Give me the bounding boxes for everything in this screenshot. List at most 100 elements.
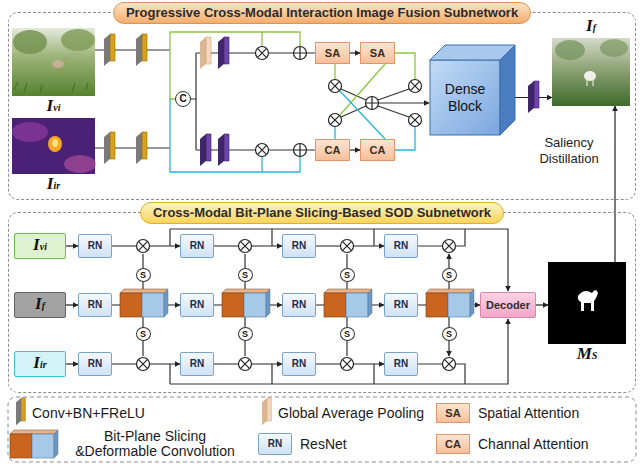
legend-item: Conv+BN+FReLU bbox=[32, 406, 145, 421]
edge-label-holder: Saliency Distillation bbox=[529, 135, 609, 167]
bit-plane-block bbox=[426, 289, 474, 317]
multiply-symbol bbox=[409, 114, 422, 127]
tree-shape bbox=[555, 40, 585, 60]
operator-label: S bbox=[344, 329, 350, 339]
box-label: Decoder bbox=[486, 299, 530, 312]
legend-sample-box: SA bbox=[436, 403, 470, 423]
legend-item: Spatial Attention bbox=[478, 406, 579, 421]
heat-patch bbox=[12, 122, 48, 142]
operator-label: S bbox=[344, 270, 350, 280]
box-label: CA bbox=[370, 144, 386, 157]
sample-label: RN bbox=[268, 438, 282, 450]
image-frame: Iir bbox=[12, 118, 95, 174]
sigmoid-circle: S bbox=[238, 268, 253, 282]
resnet-box: RN bbox=[180, 352, 214, 376]
box-label: CA bbox=[325, 144, 341, 157]
panel-title: Progressive Cross-Modal Interaction Imag… bbox=[113, 2, 531, 24]
fusion-subnetwork-panel: Progressive Cross-Modal Interaction Imag… bbox=[8, 12, 636, 200]
cube-front bbox=[430, 60, 500, 135]
sigmoid-circle: S bbox=[238, 327, 253, 341]
multiply-symbol bbox=[137, 240, 150, 253]
hot-target bbox=[48, 136, 62, 152]
bit-plane-block bbox=[222, 289, 270, 317]
fused-image bbox=[552, 38, 630, 106]
attention-box: SA bbox=[315, 42, 350, 64]
legend-bit-plane-icon bbox=[10, 430, 58, 458]
legend-text: Global Average Pooling bbox=[278, 406, 424, 421]
sod-subnetwork-panel: Cross-Modal Bit-Plane Slicing-Based SOD … bbox=[8, 212, 636, 393]
box-label: RN bbox=[394, 299, 408, 311]
legend-frame bbox=[8, 397, 636, 462]
box-label: RN bbox=[394, 240, 408, 252]
panel-title: Cross-Modal Bit-Plane Slicing-Based SOD … bbox=[140, 202, 504, 224]
resnet-box: RN bbox=[384, 234, 418, 258]
legend-conv-icon bbox=[16, 398, 25, 425]
pooling-block bbox=[200, 37, 211, 69]
saliency-blob bbox=[578, 290, 598, 311]
legend-text: Spatial Attention bbox=[478, 406, 579, 421]
edge-label: Saliency Distillation bbox=[529, 135, 609, 167]
concat-circle: C bbox=[175, 91, 191, 107]
add-symbol bbox=[366, 97, 379, 110]
connector-arrow bbox=[614, 106, 615, 262]
sigmoid-circle: S bbox=[136, 327, 151, 341]
conv-block bbox=[104, 34, 115, 66]
resnet-box: RN bbox=[282, 352, 316, 376]
connector-arrow bbox=[350, 149, 360, 150]
multiply-symbol bbox=[443, 240, 456, 253]
sample-label: CA bbox=[445, 438, 461, 451]
wire-arrow bbox=[379, 102, 429, 103]
legend-item: Channal Attention bbox=[478, 437, 589, 452]
resnet-box: RN bbox=[78, 293, 112, 317]
multiply-symbol bbox=[239, 240, 252, 253]
input-label: If bbox=[35, 295, 45, 315]
image-frame: MS bbox=[548, 262, 626, 344]
add-symbol bbox=[294, 47, 307, 60]
infrared-photo bbox=[12, 118, 95, 174]
input-label: Ivi bbox=[33, 236, 47, 256]
purple-conv-block bbox=[528, 81, 539, 113]
input-label: Iir bbox=[33, 354, 46, 374]
attention-box: SA bbox=[360, 42, 395, 64]
image-label: If bbox=[552, 17, 630, 37]
purple-conv-block bbox=[200, 134, 211, 166]
multiply-symbol bbox=[329, 80, 342, 93]
multiply-symbol bbox=[409, 80, 422, 93]
multiply-symbol bbox=[341, 240, 354, 253]
deer-legs bbox=[587, 80, 593, 86]
operator-label: S bbox=[242, 329, 248, 339]
image-label: Ivi bbox=[12, 97, 95, 117]
resnet-box: RN bbox=[180, 293, 214, 317]
legend-item: Bit-Plane Slicing &Deformable Convolutio… bbox=[64, 429, 246, 459]
conv-block bbox=[136, 132, 147, 164]
bit-plane-block bbox=[324, 289, 372, 317]
wire-arrow bbox=[170, 319, 508, 384]
deer-shape bbox=[52, 60, 64, 68]
image-frame: Ivi bbox=[12, 28, 95, 96]
heat-patch bbox=[64, 155, 96, 173]
attention-box: CA bbox=[360, 139, 395, 161]
multiply-symbol bbox=[256, 47, 269, 60]
sigmoid-circle: S bbox=[442, 268, 457, 282]
deer-legs bbox=[54, 57, 66, 73]
box-label: SA bbox=[325, 47, 340, 60]
box-label: RN bbox=[292, 240, 306, 252]
bit-plane-block bbox=[120, 289, 168, 317]
resnet-box: RN bbox=[282, 293, 316, 317]
decoder-box: Decoder bbox=[480, 292, 536, 318]
attention-box: CA bbox=[315, 139, 350, 161]
box-label: RN bbox=[88, 240, 102, 252]
connector-arrow bbox=[66, 363, 78, 364]
fused-photo bbox=[552, 38, 630, 106]
multiply-symbol bbox=[137, 358, 150, 371]
sigmoid-circle: S bbox=[340, 327, 355, 341]
operator-label: S bbox=[446, 270, 452, 280]
tree-shape bbox=[600, 39, 628, 57]
hot-core bbox=[52, 139, 58, 147]
add-symbol bbox=[294, 144, 307, 157]
legend-sample-box: RN bbox=[258, 433, 292, 455]
input-box: If bbox=[14, 292, 66, 318]
